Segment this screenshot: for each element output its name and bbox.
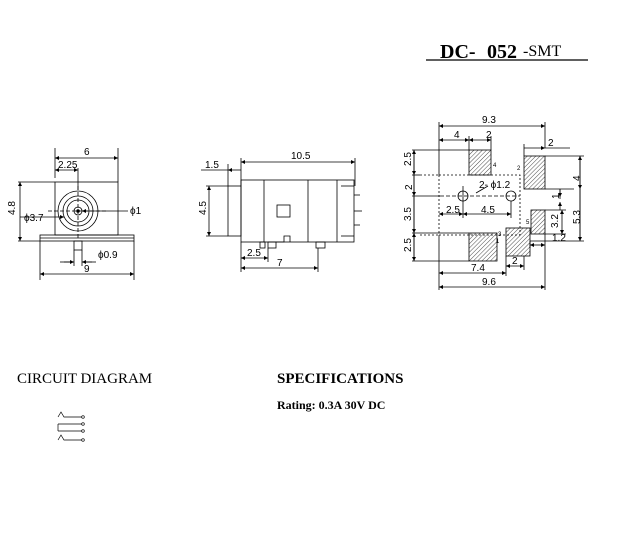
dim-fp-total-width: 9.3 — [482, 115, 496, 126]
specifications-heading: SPECIFICATIONS — [277, 371, 403, 387]
dim-fp-hole-spec: 2- ϕ1.2 — [479, 180, 511, 191]
dim-front-pin-leg: ϕ0.9 — [98, 250, 118, 261]
dim-fp-h53: 5.3 — [572, 210, 583, 224]
dim-fp-top-height: 2.5 — [403, 152, 414, 166]
dim-side-height: 4.5 — [198, 201, 209, 215]
dim-fp-right-pad-width: 2 — [548, 138, 554, 149]
dim-fp-bottom-height: 2.5 — [403, 238, 414, 252]
dim-fp-pitch-b: 4.5 — [481, 205, 495, 216]
pin-label-4: 4 — [493, 163, 497, 169]
footprint-view: 9.3 4 2 2 2- ϕ1.2 2.5 4.5 4 — [403, 115, 584, 290]
pin-label-5: 5 — [526, 220, 530, 226]
title-suffix: -SMT — [523, 43, 561, 60]
dim-fp-d12: 1.2 — [552, 233, 566, 244]
title-number: 052 — [487, 41, 517, 63]
dim-front-height: 4.8 — [7, 201, 18, 215]
dim-fp-35-height: 3.5 — [403, 207, 414, 221]
dim-fp-d32: 3.2 — [550, 214, 561, 228]
pin-label-1: 1 — [496, 239, 500, 245]
dim-fp-b2: 2 — [512, 256, 518, 267]
dim-front-pin-dia: ϕ1 — [130, 206, 142, 217]
dim-fp-mid-height: 2 — [404, 184, 415, 190]
dim-fp-b96: 9.6 — [482, 277, 496, 288]
dim-front-offset: 2.25 — [58, 160, 78, 171]
circuit-symbol — [57, 411, 85, 442]
dim-fp-pad-width: 2 — [486, 130, 492, 141]
side-view: 1.5 10.5 4.5 2.5 7 — [198, 151, 362, 272]
title-block: DC- 052 -SMT — [440, 41, 561, 63]
circuit-diagram-heading: CIRCUIT DIAGRAM — [17, 371, 152, 387]
dim-side-nose: 1.5 — [205, 160, 219, 171]
title-prefix: DC- — [440, 41, 476, 63]
front-view: 6 2.25 4.8 ϕ3.7 ϕ1 ϕ0.9 — [7, 147, 142, 280]
dim-front-inner-dia: ϕ3.7 — [24, 213, 44, 224]
dim-side-a: 2.5 — [247, 248, 261, 259]
dim-fp-pitch-a: 2.5 — [446, 205, 460, 216]
dim-fp-h4: 4 — [572, 175, 583, 181]
dim-side-length: 10.5 — [291, 151, 311, 162]
pin-label-3: 3 — [498, 232, 502, 238]
dim-fp-left-width: 4 — [454, 130, 460, 141]
dim-fp-d1: 1 — [551, 193, 562, 199]
dim-side-b: 7 — [277, 258, 283, 269]
dim-front-width-bottom: 9 — [84, 264, 90, 275]
rating-text: Rating: 0.3A 30V DC — [277, 398, 385, 412]
dim-front-width-top: 6 — [84, 147, 90, 158]
pin-label-2: 2 — [517, 166, 521, 172]
dim-fp-b74: 7.4 — [471, 263, 485, 274]
